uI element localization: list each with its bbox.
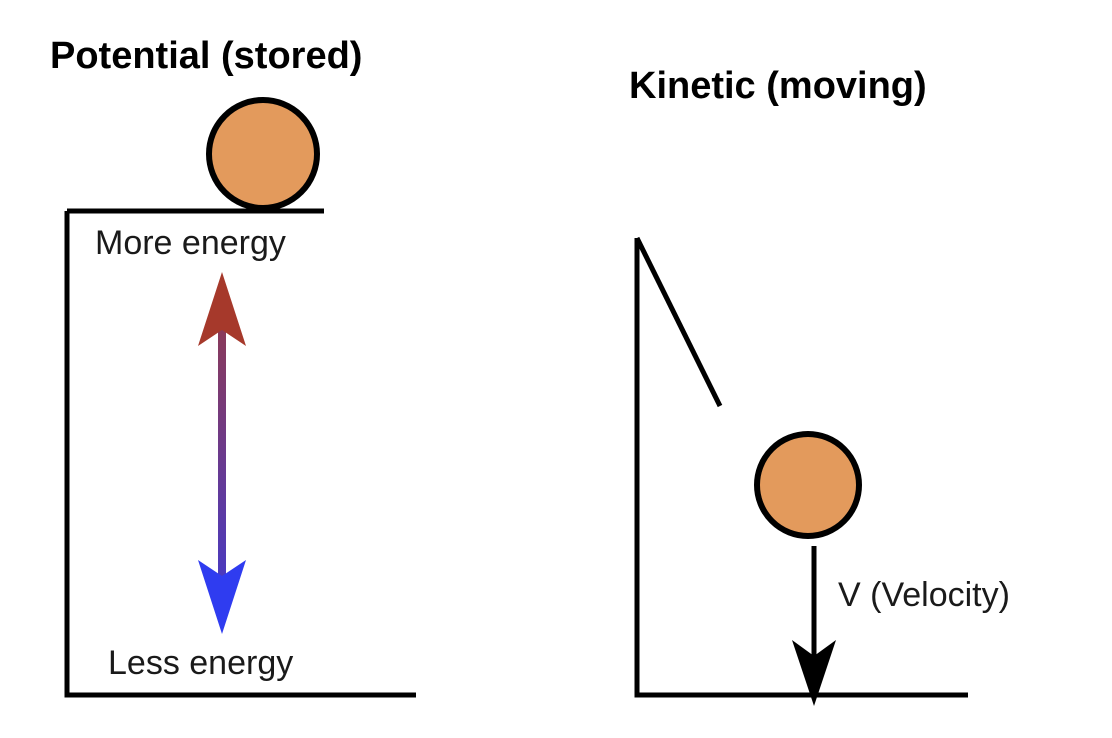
energy-arrow-icon: [198, 272, 246, 634]
arrow-up-head: [198, 272, 246, 346]
ground-structure-right: [634, 238, 968, 698]
potential-title: Potential (stored): [50, 35, 362, 77]
more-energy-label: More energy: [95, 224, 286, 262]
ground-structure-left: [64, 211, 416, 698]
falling-ball-icon: [754, 431, 862, 539]
ball-icon: [206, 97, 320, 211]
potential-panel: Potential (stored) More energy Less ener…: [50, 35, 416, 698]
arrow-down-head: [198, 560, 246, 634]
velocity-label: V (Velocity): [838, 576, 1010, 614]
kinetic-panel: Kinetic (moving) V (Velocity): [629, 65, 1010, 706]
kinetic-title: Kinetic (moving): [629, 65, 927, 107]
velocity-arrow-icon: [792, 546, 836, 706]
slope-line: [634, 236, 723, 408]
velocity-arrow-head: [792, 640, 836, 706]
less-energy-label: Less energy: [108, 644, 293, 682]
arrow-shaft: [218, 330, 226, 580]
